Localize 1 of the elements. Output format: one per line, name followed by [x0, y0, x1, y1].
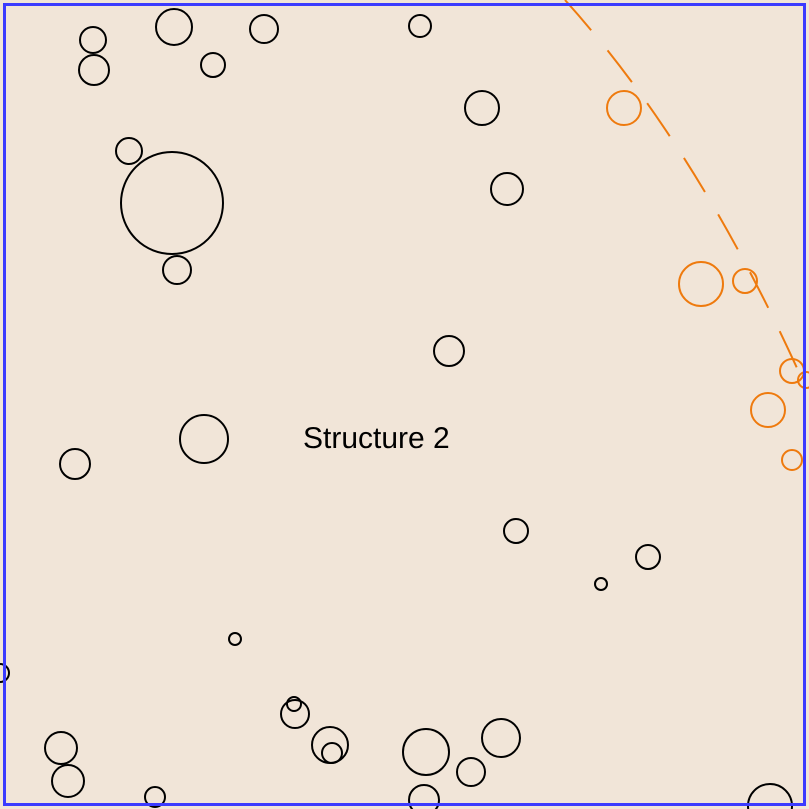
- structure-label: Structure 2: [303, 421, 450, 457]
